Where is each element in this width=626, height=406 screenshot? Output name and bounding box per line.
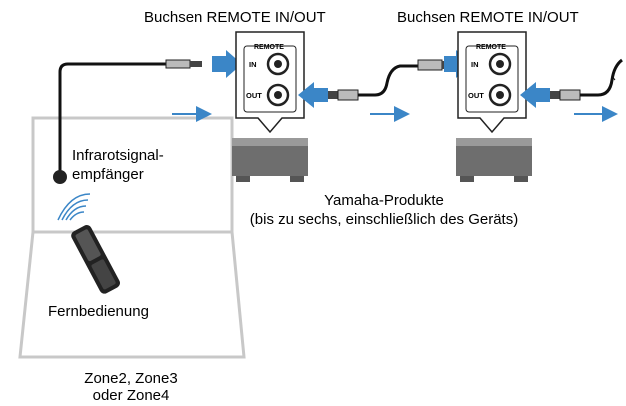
zone-label-line2: oder Zone4 bbox=[93, 387, 170, 404]
ir-receiver-label-line1: Infrarotsignal- bbox=[72, 147, 164, 164]
remote-jacks-label-2: Buchsen REMOTE IN/OUT bbox=[397, 9, 579, 26]
yamaha-products-label-line2: (bis zu sechs, einschließlich des Geräts… bbox=[250, 211, 518, 228]
in-arrow-1 bbox=[212, 50, 242, 78]
link-cable-2 bbox=[550, 58, 623, 101]
out-arrow-1 bbox=[298, 82, 328, 108]
out-label-2: OUT bbox=[468, 91, 484, 100]
yamaha-products-label-line1: Yamaha-Produkte bbox=[324, 192, 444, 209]
ir-receiver-cable bbox=[53, 59, 202, 184]
ir-receiver-label-line2: empfänger bbox=[72, 166, 144, 183]
jack-panel-2: REMOTE IN OUT bbox=[457, 31, 527, 134]
remote-title-2: REMOTE bbox=[476, 44, 506, 51]
jack-panel-1: REMOTE IN OUT bbox=[235, 31, 305, 134]
remote-jacks-label-1: Buchsen REMOTE IN/OUT bbox=[144, 9, 326, 26]
yamaha-device-2 bbox=[456, 138, 532, 182]
link-cable-1 bbox=[328, 59, 452, 101]
remote-control-icon bbox=[71, 225, 120, 294]
in-label-1: IN bbox=[249, 60, 257, 69]
remote-title-1: REMOTE bbox=[254, 44, 284, 51]
ir-receiver-sensor bbox=[53, 170, 67, 184]
remote-control-label: Fernbedienung bbox=[48, 303, 149, 320]
out-arrow-2 bbox=[520, 82, 550, 108]
out-label-1: OUT bbox=[246, 91, 262, 100]
zone-label-line1: Zone2, Zone3 bbox=[84, 370, 177, 387]
zone-room bbox=[18, 116, 246, 359]
yamaha-device-1 bbox=[232, 138, 308, 182]
in-label-2: IN bbox=[471, 60, 479, 69]
ir-signal-icon bbox=[57, 193, 91, 221]
